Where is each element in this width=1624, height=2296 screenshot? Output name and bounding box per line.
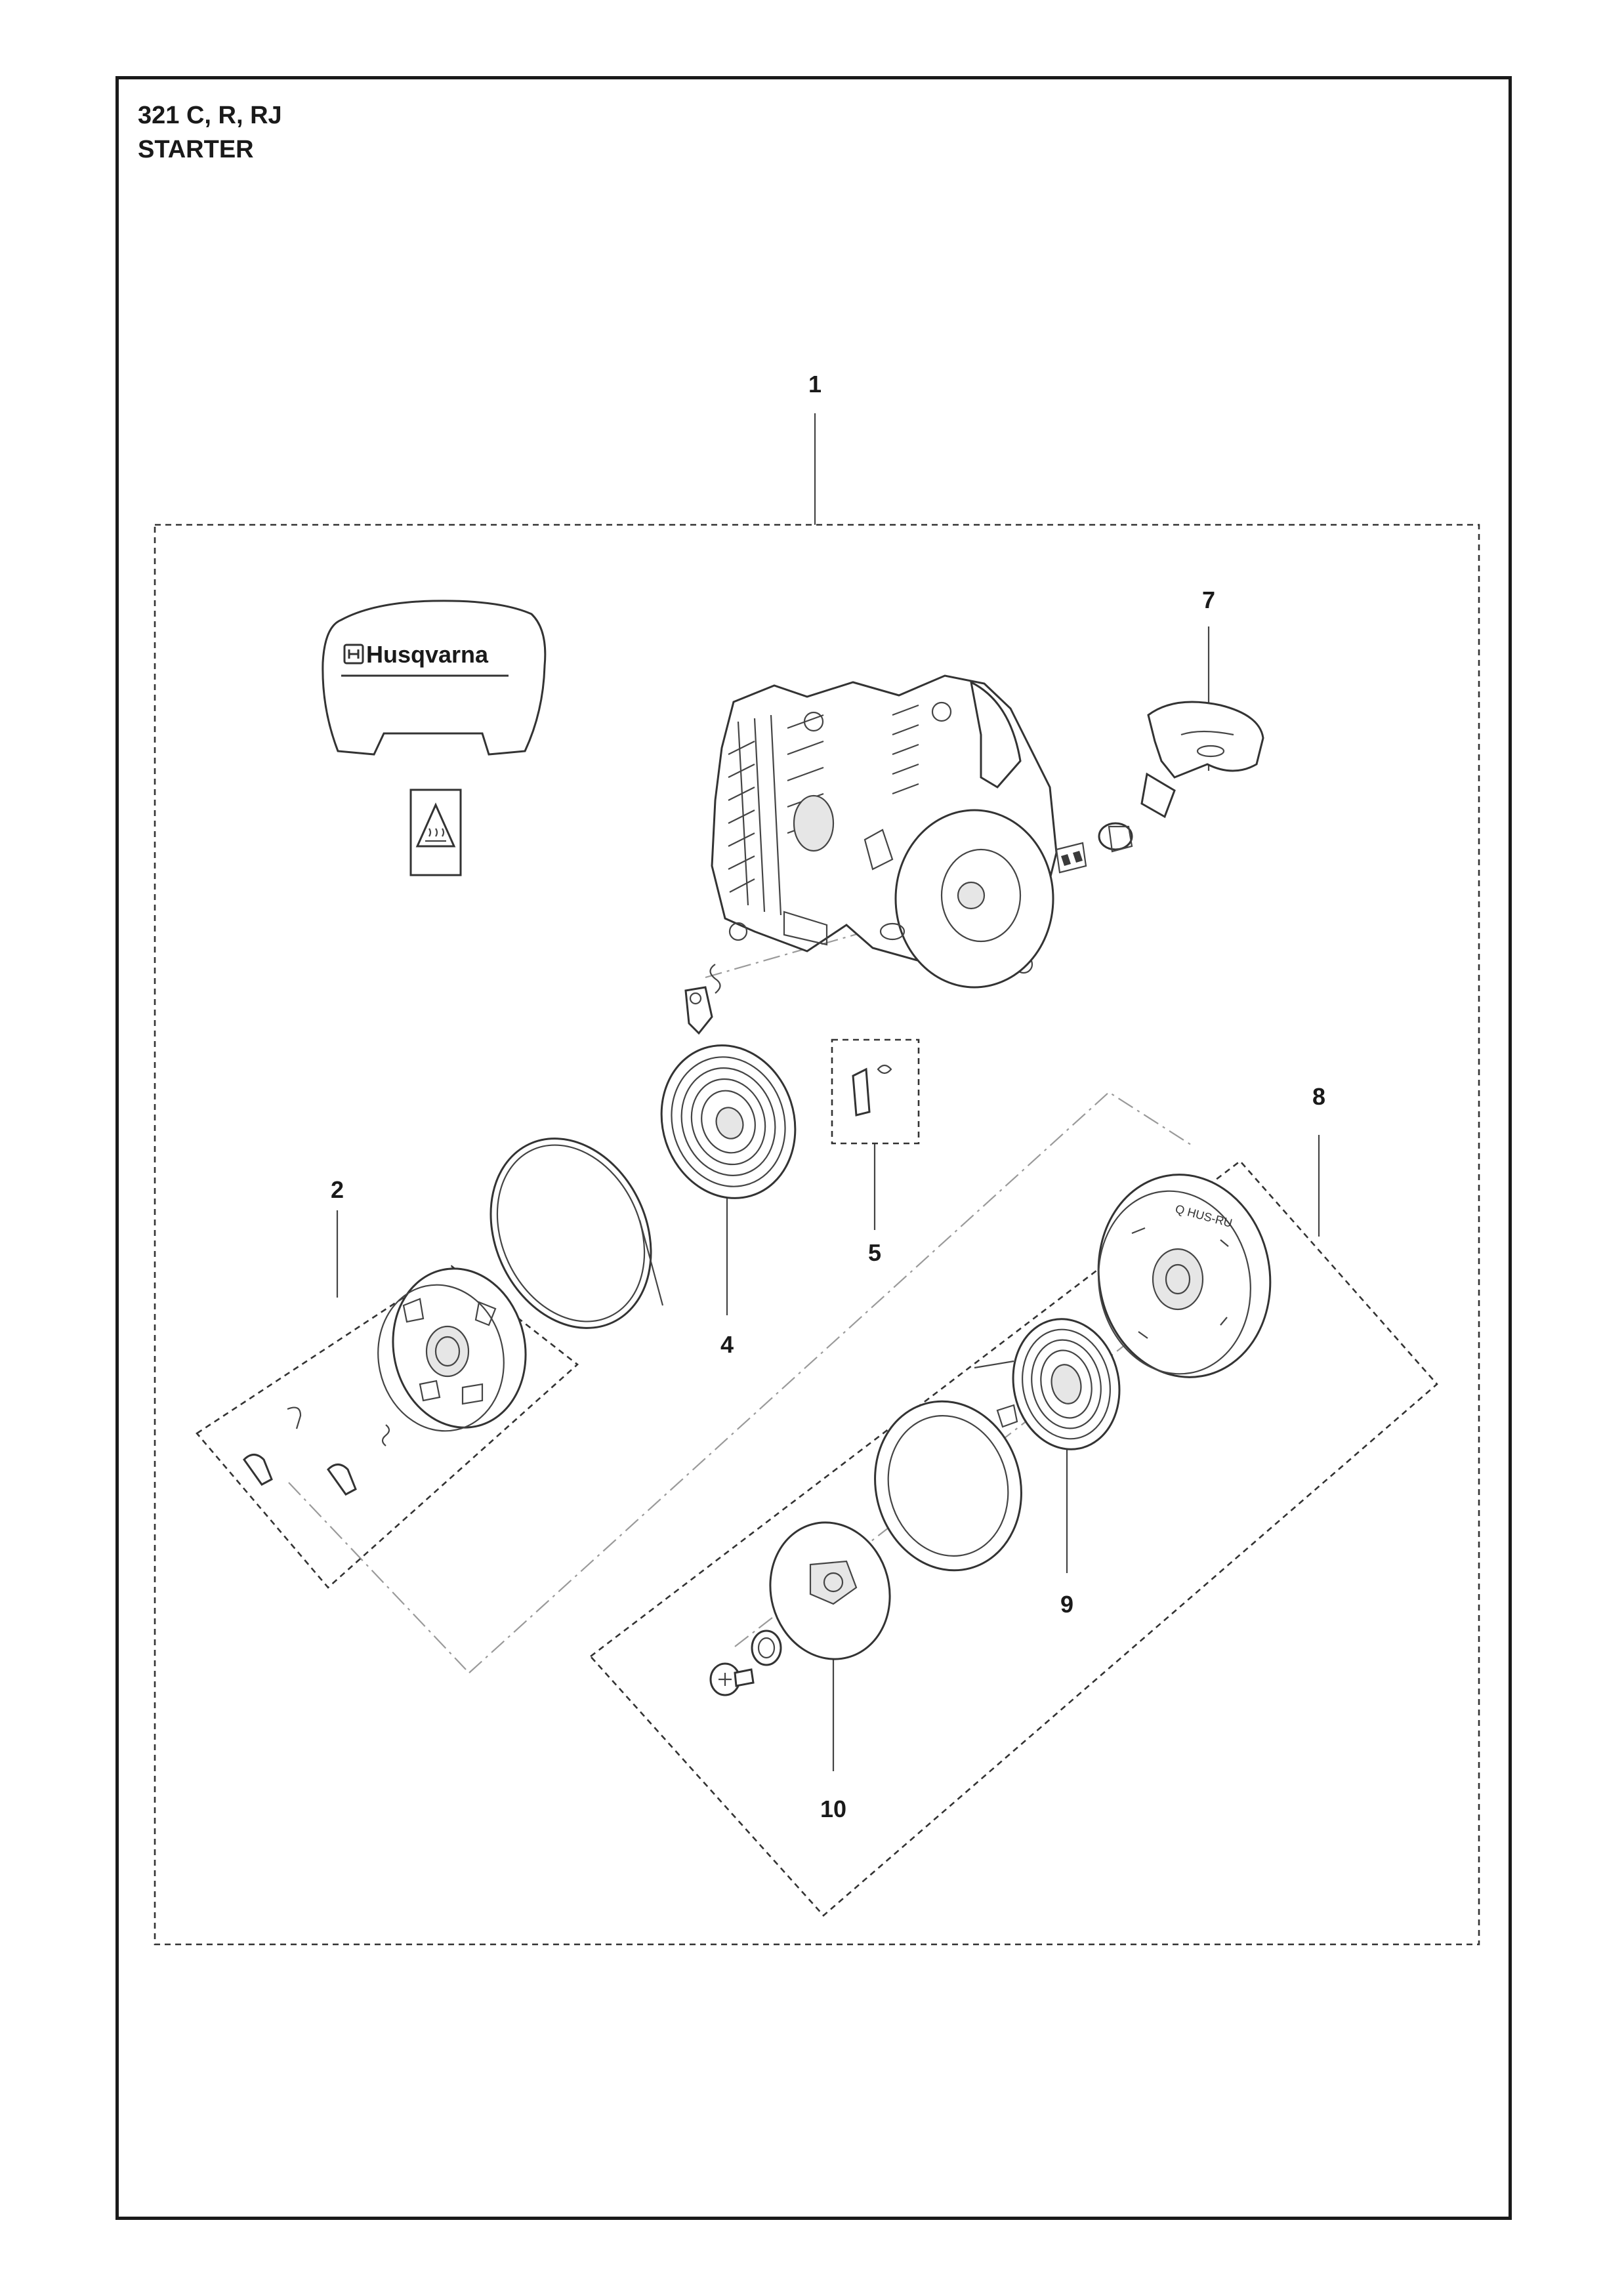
- brand-decal: Husqvarna: [322, 600, 547, 756]
- callout-9: 9: [1060, 1591, 1074, 1618]
- spring-part-9: [974, 1318, 1121, 1450]
- husqvarna-logo: Husqvarna: [343, 641, 489, 668]
- callout-1: 1: [808, 371, 822, 398]
- spring-cup: [874, 1400, 1022, 1572]
- starter-housing: [711, 674, 1087, 989]
- pulley-part-8: Q HUS-RU: [1097, 1174, 1272, 1378]
- washer: [751, 1630, 782, 1666]
- callout-5: 5: [867, 1239, 882, 1266]
- callout-2: 2: [330, 1176, 344, 1203]
- model-label: 321 C, R, RJ: [138, 102, 282, 129]
- pulley-part-2: [377, 1267, 527, 1432]
- assembly-axis: [468, 1091, 1192, 1673]
- section-label: STARTER: [138, 136, 254, 163]
- group-2-boundary: [196, 1265, 579, 1589]
- pawls-part-2: [243, 1406, 390, 1496]
- page-frame: [115, 76, 1512, 2220]
- callout-7: 7: [1201, 586, 1216, 613]
- pawl-upper: [684, 964, 721, 1035]
- recoil-spring-part-4: [660, 1044, 797, 1199]
- hot-surface-warning-icon: [415, 802, 456, 848]
- svg-text:Husqvarna: Husqvarna: [366, 641, 489, 668]
- hot-surface-warning-label: [409, 789, 462, 876]
- group-1-boundary: [154, 523, 1480, 1946]
- axis-2: [288, 1482, 467, 1670]
- group-8-boundary: [589, 1160, 1438, 1917]
- callout-10: 10: [820, 1795, 847, 1822]
- pawl-part-5: [852, 1064, 892, 1117]
- starter-handle: [1098, 701, 1264, 853]
- diagram-title: 321 C, R, RJ STARTER: [138, 98, 282, 167]
- group-5-boundary: [831, 1038, 920, 1145]
- screw: [709, 1662, 755, 1696]
- cover-part-10: [769, 1521, 891, 1660]
- callout-8: 8: [1312, 1083, 1326, 1110]
- starter-rope: [489, 1138, 664, 1329]
- callout-4: 4: [720, 1331, 734, 1358]
